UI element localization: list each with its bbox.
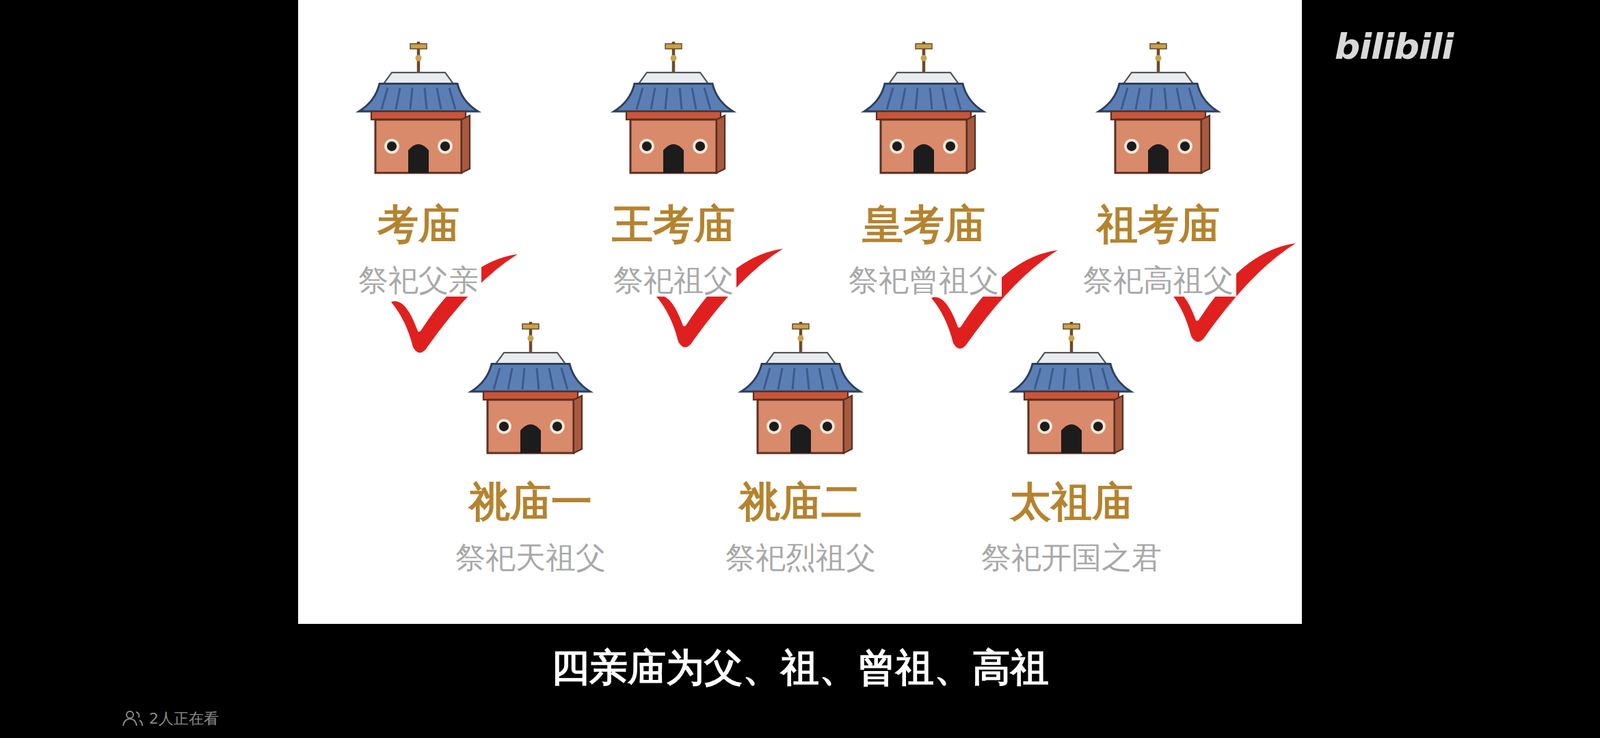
- temple-node: 考庙祭祀父亲: [355, 202, 482, 297]
- desc-row: 祭祀开国之君: [978, 523, 1165, 575]
- temple-desc: 祭祀祖父: [610, 263, 737, 297]
- desc-row: 祭祀烈祖父: [722, 523, 879, 575]
- temple-desc: 祭祀天祖父: [452, 541, 609, 575]
- subtitle: 四亲庙为父、祖、曾祖、高祖: [551, 646, 1049, 690]
- temple-name: 皇考庙: [845, 202, 1002, 247]
- temple-name: 祧庙二: [722, 480, 879, 524]
- watermark: bilibili: [1334, 25, 1453, 68]
- desc-row: 祭祀高祖父: [1080, 246, 1237, 297]
- temple-node: 王考庙祭祀祖父: [610, 202, 737, 297]
- temple-desc: 祭祀开国之君: [978, 541, 1165, 575]
- temple-node: 祧庙一祭祀天祖父: [452, 480, 609, 575]
- temple-node: 祧庙二祭祀烈祖父: [722, 480, 879, 575]
- temple-desc: 祭祀曾祖父: [845, 263, 1002, 297]
- desc-row: 祭祀曾祖父: [845, 246, 1002, 297]
- temple-desc: 祭祀父亲: [355, 263, 482, 297]
- temple-name: 祖考庙: [1080, 202, 1237, 247]
- temple-name: 考庙: [355, 202, 482, 247]
- temple-node: 祖考庙祭祀高祖父: [1080, 202, 1237, 297]
- desc-row: 祭祀祖父: [610, 246, 737, 297]
- viewer-icon: [123, 711, 143, 727]
- temple-node: 皇考庙祭祀曾祖父: [845, 202, 1002, 297]
- temple-name: 太祖庙: [978, 480, 1165, 524]
- check-marks: [391, 243, 1296, 353]
- temple-desc: 祭祀高祖父: [1080, 263, 1237, 297]
- temple-name: 王考庙: [610, 202, 737, 247]
- desc-row: 祭祀天祖父: [452, 523, 609, 575]
- temple-icons: [358, 41, 1218, 454]
- viewer-count: 2人正在看: [149, 709, 219, 729]
- desc-row: 祭祀父亲: [355, 246, 482, 297]
- temple-name: 祧庙一: [452, 480, 609, 524]
- temple-desc: 祭祀烈祖父: [722, 541, 879, 575]
- temple-node: 太祖庙祭祀开国之君: [978, 480, 1165, 575]
